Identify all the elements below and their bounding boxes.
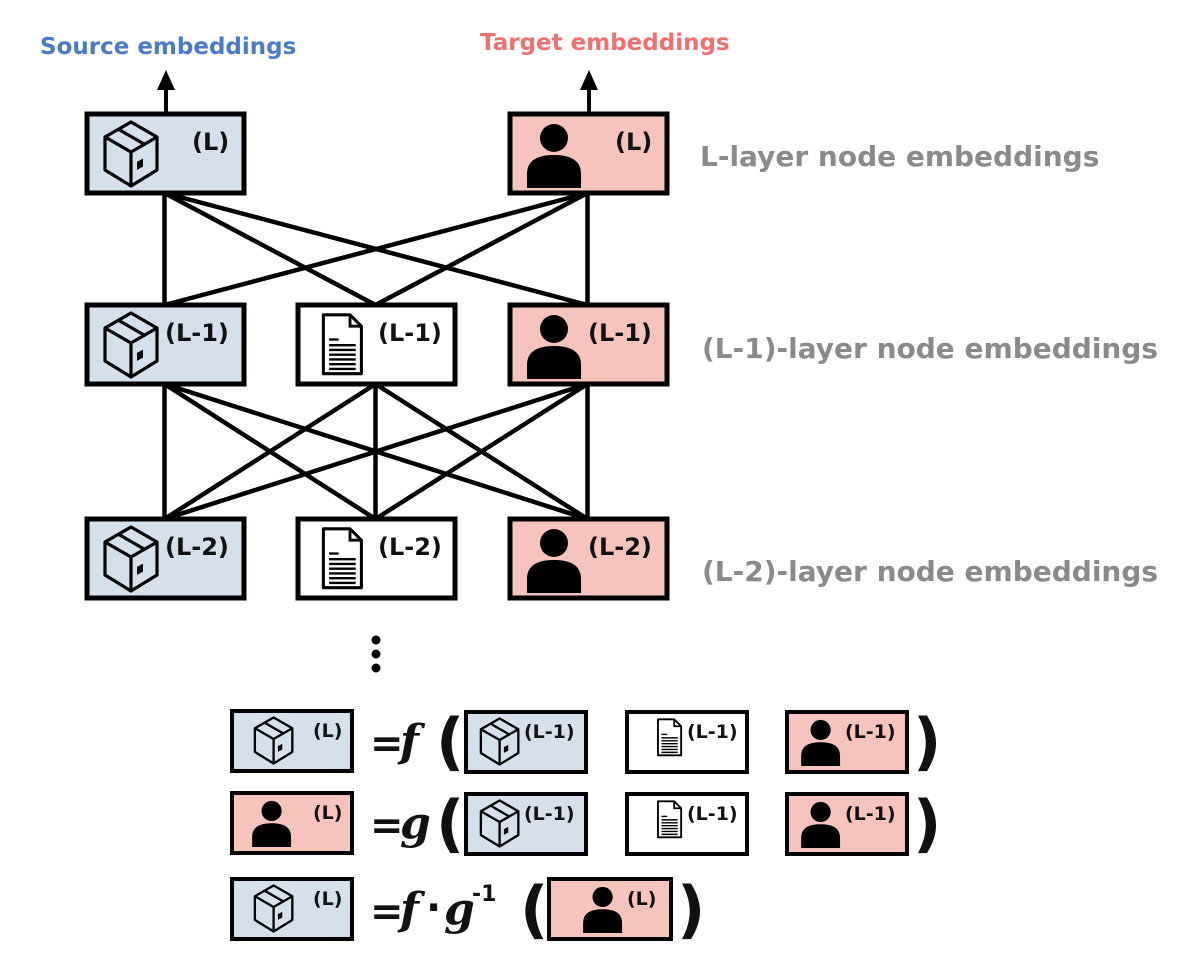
close-paren: )	[913, 705, 941, 778]
node-layer-label: (L-2)	[165, 533, 229, 561]
formula-node-label: (L)	[627, 888, 656, 910]
equals-sign: =	[370, 721, 404, 767]
open-paren: (	[520, 873, 548, 946]
formula-2: (L) =f·g-1 ( (L))	[230, 873, 705, 946]
node-source-layer-2: (L-2)	[84, 516, 247, 601]
formula-node-label: (L-1)	[845, 803, 896, 825]
node-target-layer-1: (L-1)	[507, 302, 670, 387]
document-icon	[321, 527, 363, 590]
layer-label-l-1: (L-1)-layer node embeddings	[702, 332, 1158, 365]
formula-arg-doc: (L-1)	[625, 792, 749, 856]
formula-arg-target: (L-1)	[785, 792, 909, 856]
function-symbol: g	[400, 798, 431, 849]
formula-0: (L) =f( (L-1) (L-1) (L-1))	[230, 705, 941, 778]
node-source-layer-1: (L-1)	[84, 302, 247, 387]
ellipsis-dots	[371, 635, 381, 673]
function-symbol: f	[397, 716, 426, 767]
formula-1: (L) =g( (L-1) (L-1) (L-1))	[230, 787, 941, 860]
layer-label-l-2: (L-2)-layer node embeddings	[702, 555, 1158, 588]
formula-node-label: (L-1)	[845, 721, 896, 743]
node-box	[507, 302, 670, 387]
formulas: (L)=f((L-1)(L-1)(L-1))(L)=g((L-1)(L-1)(L…	[230, 705, 941, 946]
node-layer-label: (L-1)	[165, 319, 229, 347]
node-source-layer-0: (L)	[84, 111, 247, 196]
node-target-layer-2: (L-2)	[507, 516, 670, 601]
close-paren: )	[677, 873, 705, 946]
document-icon	[657, 718, 683, 757]
source-embeddings-header: Source embeddings	[40, 34, 296, 60]
node-layer-label: (L)	[192, 128, 229, 156]
document-icon	[321, 313, 363, 376]
formula-arg-target: (L)	[547, 877, 673, 941]
node-box	[84, 111, 247, 196]
formula-node-label: (L-1)	[524, 721, 575, 743]
function-symbol: f	[397, 884, 426, 935]
source-output-arrow	[157, 70, 175, 113]
formula-box	[464, 792, 588, 856]
formula-node-label: (L-1)	[687, 803, 738, 825]
compose-dot: ·	[426, 885, 441, 931]
edges	[162, 190, 590, 522]
equals-sign: =	[370, 803, 404, 849]
document-icon	[657, 800, 683, 839]
layer-label-l: L-layer node embeddings	[700, 140, 1099, 173]
node-target-layer-0: (L)	[507, 111, 670, 196]
equals-sign: =	[370, 889, 404, 935]
formula-node-label: (L-1)	[687, 721, 738, 743]
formula-lhs: (L)	[230, 791, 354, 855]
formula-box	[625, 792, 749, 856]
formula-box	[464, 710, 588, 774]
formula-arg-target: (L-1)	[785, 710, 909, 774]
node-layer-label: (L-2)	[588, 533, 652, 561]
target-embeddings-header: Target embeddings	[480, 30, 730, 56]
formula-box	[230, 791, 354, 855]
formula-box	[547, 877, 673, 941]
formula-node-label: (L-1)	[524, 803, 575, 825]
nodes: (L) (L) (L-1) (L-1) (L-1) (L-2) (L-2) (L-2)	[84, 111, 670, 601]
node-layer-label: (L)	[615, 128, 652, 156]
node-box	[84, 516, 247, 601]
function-symbol-2: g	[444, 884, 475, 935]
inverse-superscript: -1	[472, 882, 496, 907]
node-doc-layer-1: (L-1)	[295, 302, 458, 387]
formula-lhs: (L)	[230, 709, 354, 773]
edge-source-to-target-layer-0	[162, 190, 590, 308]
formula-box	[230, 877, 354, 941]
node-box	[507, 111, 670, 196]
open-paren: (	[436, 787, 464, 860]
edge-source-to-target-layer-1	[162, 381, 590, 522]
node-layer-label: (L-1)	[588, 319, 652, 347]
target-output-arrow	[580, 70, 598, 113]
formula-arg-source: (L-1)	[464, 710, 588, 774]
close-paren: )	[913, 787, 941, 860]
formula-node-label: (L)	[313, 802, 342, 824]
formula-arg-doc: (L-1)	[625, 710, 749, 774]
edge-source-to-doc-layer-1	[162, 381, 378, 522]
formula-lhs: (L)	[230, 877, 354, 941]
node-box	[84, 302, 247, 387]
edge-doc-to-target-layer-0	[373, 190, 590, 308]
formula-arg-source: (L-1)	[464, 792, 588, 856]
node-layer-label: (L-2)	[378, 533, 442, 561]
formula-node-label: (L)	[313, 888, 342, 910]
edge-doc-to-target-layer-1	[373, 381, 590, 522]
formula-node-label: (L)	[313, 720, 342, 742]
edge-doc-to-source-layer-0	[162, 190, 378, 308]
formula-box	[230, 709, 354, 773]
node-layer-label: (L-1)	[378, 319, 442, 347]
formula-box	[625, 710, 749, 774]
node-doc-layer-2: (L-2)	[295, 516, 458, 601]
open-paren: (	[436, 705, 464, 778]
